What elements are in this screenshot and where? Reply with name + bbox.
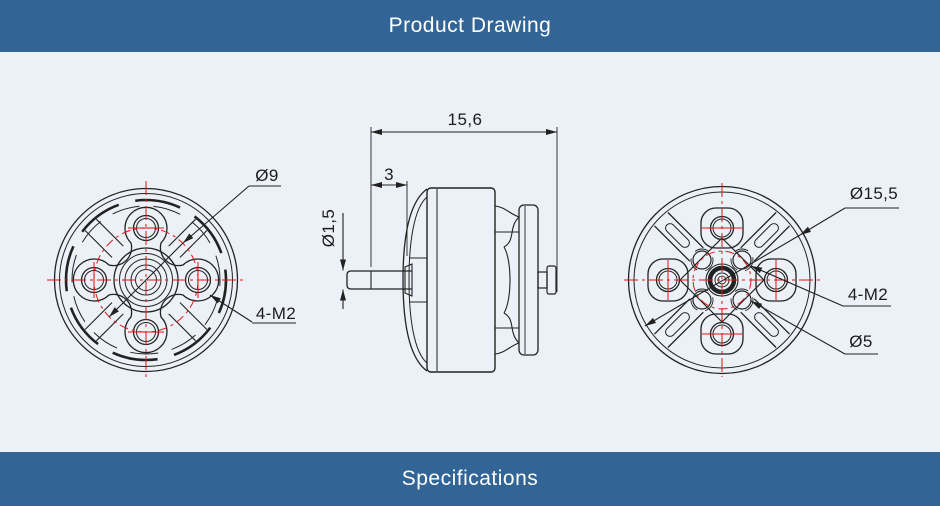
dim-label-rear-bolt-circle: Ø5 (849, 332, 873, 351)
dim-label-front-mount-holes: 4-M2 (255, 304, 297, 323)
dim-label-total-length: 15,6 (447, 110, 483, 129)
dim-label-outer-diameter: Ø15,5 (849, 184, 899, 203)
rear-view-centerlines (624, 183, 820, 377)
dim-label-shaft-diameter: Ø1,5 (319, 208, 338, 248)
header-title: Product Drawing (388, 14, 552, 37)
front-view-centerlines (47, 181, 245, 379)
side-view-drawing (340, 127, 558, 373)
rear-view-leaders (644, 207, 899, 355)
dim-label-shaft-protrusion: 3 (384, 165, 394, 184)
footer-banner: Specifications (0, 452, 940, 506)
rear-view-drawing (624, 183, 899, 377)
front-view-drawing (47, 181, 296, 379)
dim-label-rear-mount-holes: 4-M2 (847, 285, 889, 304)
front-view-leaders (108, 185, 296, 324)
footer-title: Specifications (401, 467, 539, 490)
header-banner: Product Drawing (0, 0, 940, 52)
dim-label-front-bolt-circle: Ø9 (255, 166, 279, 185)
side-view-dimensions (340, 127, 558, 309)
